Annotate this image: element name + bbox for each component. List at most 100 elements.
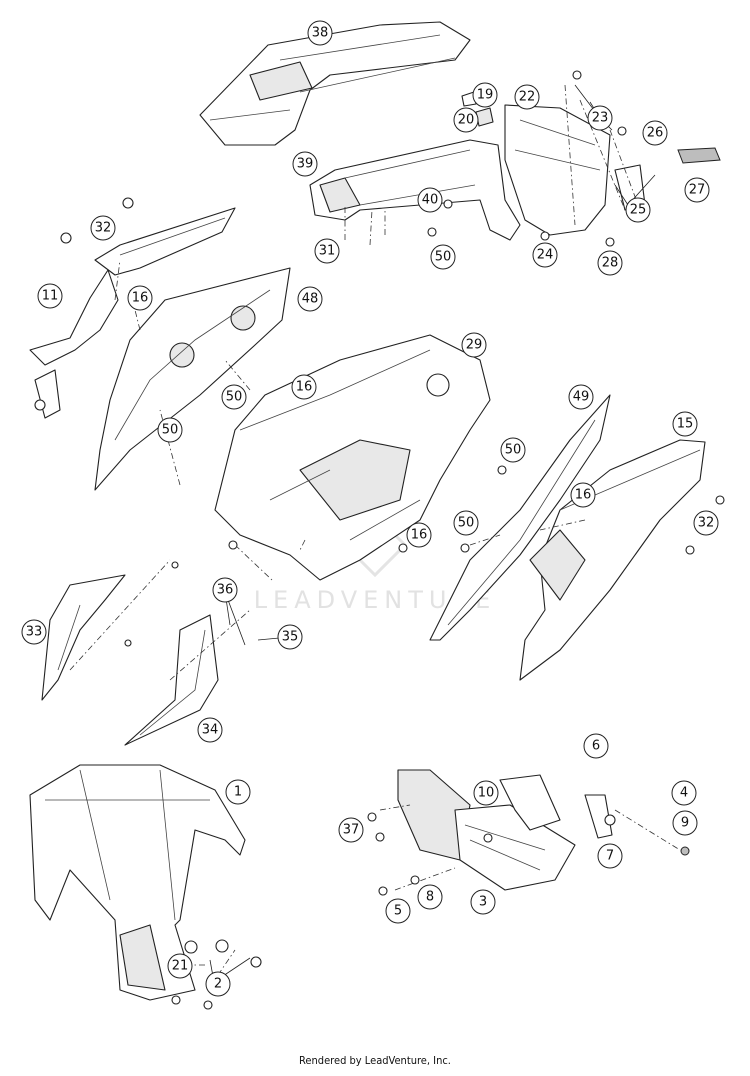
callout-50a: 50 [430,244,456,270]
part-bracket [499,774,561,831]
callout-8: 8 [417,884,443,910]
svg-text:31: 31 [319,244,336,259]
callout-9: 9 [672,810,698,836]
svg-text:39: 39 [297,157,314,172]
callout-37: 37 [338,817,364,843]
callout-50d: 50 [500,437,526,463]
svg-text:35: 35 [282,630,299,645]
svg-text:3: 3 [479,895,487,910]
callout-10: 10 [473,780,499,806]
exploded-parts-diagram: LEADVENTURE [21,20,725,1010]
svg-text:23: 23 [592,111,609,126]
callout-16a: 16 [127,285,153,311]
fasteners [60,70,725,1010]
callout-1: 1 [225,779,251,805]
svg-text:50: 50 [505,443,522,458]
svg-text:5: 5 [394,904,402,919]
svg-text:16: 16 [411,528,428,543]
callout-28: 28 [597,250,623,276]
callout-35: 35 [277,624,303,650]
callout-3: 3 [470,889,496,915]
callout-31: 31 [314,238,340,264]
svg-text:11: 11 [42,289,59,304]
part-rear-subframe [214,334,491,581]
part-side-trim-upper [94,207,236,276]
callout-20: 20 [453,107,479,133]
callout-7: 7 [597,843,623,869]
callout-29: 29 [461,332,487,358]
svg-text:34: 34 [202,723,219,738]
svg-text:10: 10 [478,786,495,801]
callout-32a: 32 [90,215,116,241]
svg-text:29: 29 [466,338,483,353]
callout-39: 39 [292,151,318,177]
callout-23: 23 [587,105,613,131]
part-left-side-cover [94,267,291,491]
callout-15: 15 [672,411,698,437]
svg-text:48: 48 [302,292,319,307]
svg-text:32: 32 [698,516,715,531]
callout-40: 40 [417,187,443,213]
part-right-rear-trim [519,439,706,681]
callout-27: 27 [684,177,710,203]
callout-36: 36 [212,577,238,603]
callout-50b: 50 [221,384,247,410]
part-rear-frame-lower [309,139,521,241]
callout-2: 2 [205,971,231,997]
svg-text:15: 15 [677,417,694,432]
svg-text:1: 1 [234,785,242,800]
svg-text:7: 7 [606,849,614,864]
part-right-side-cover [429,394,611,641]
callout-50c: 50 [157,417,183,443]
svg-text:36: 36 [217,583,234,598]
svg-text:20: 20 [458,113,475,128]
svg-text:49: 49 [573,390,590,405]
callout-34: 34 [197,717,223,743]
svg-text:28: 28 [602,256,619,271]
callout-48: 48 [297,286,323,312]
callout-49: 49 [568,384,594,410]
callout-16d: 16 [406,522,432,548]
svg-text:50: 50 [435,250,452,265]
callout-16c: 16 [570,482,596,508]
part-rear-frame-upper [199,21,471,146]
svg-text:50: 50 [162,423,179,438]
svg-text:33: 33 [26,625,43,640]
part-license-plate-holder [504,104,611,236]
callout-11: 11 [37,283,63,309]
svg-text:37: 37 [343,823,360,838]
svg-text:27: 27 [689,183,706,198]
callout-26: 26 [642,120,668,146]
part-lower-fairing [124,614,219,746]
callout-21: 21 [167,953,193,979]
footer-credit: Rendered by LeadVenture, Inc. [299,1054,451,1067]
part-left-rear-trim [29,269,119,419]
callout-25: 25 [625,197,651,223]
callout-32b: 32 [693,510,719,536]
svg-text:16: 16 [132,291,149,306]
callout-50e: 50 [453,510,479,536]
callout-22: 22 [514,84,540,110]
callout-5: 5 [385,898,411,924]
svg-text:9: 9 [681,816,689,831]
svg-text:8: 8 [426,890,434,905]
svg-text:50: 50 [226,390,243,405]
callout-33: 33 [21,619,47,645]
svg-text:22: 22 [519,90,536,105]
svg-text:16: 16 [575,488,592,503]
part-tail-light [397,769,576,891]
callout-6: 6 [583,733,609,759]
part-19 [461,91,477,107]
part-20 [475,107,494,127]
callout-38: 38 [307,20,333,46]
svg-text:21: 21 [172,959,189,974]
svg-text:32: 32 [95,221,112,236]
callout-16b: 16 [291,374,317,400]
svg-text:38: 38 [312,26,329,41]
svg-text:19: 19 [477,88,494,103]
svg-text:4: 4 [680,786,688,801]
svg-text:40: 40 [422,193,439,208]
svg-text:26: 26 [647,126,664,141]
part-clip [584,794,613,839]
svg-text:6: 6 [592,739,600,754]
